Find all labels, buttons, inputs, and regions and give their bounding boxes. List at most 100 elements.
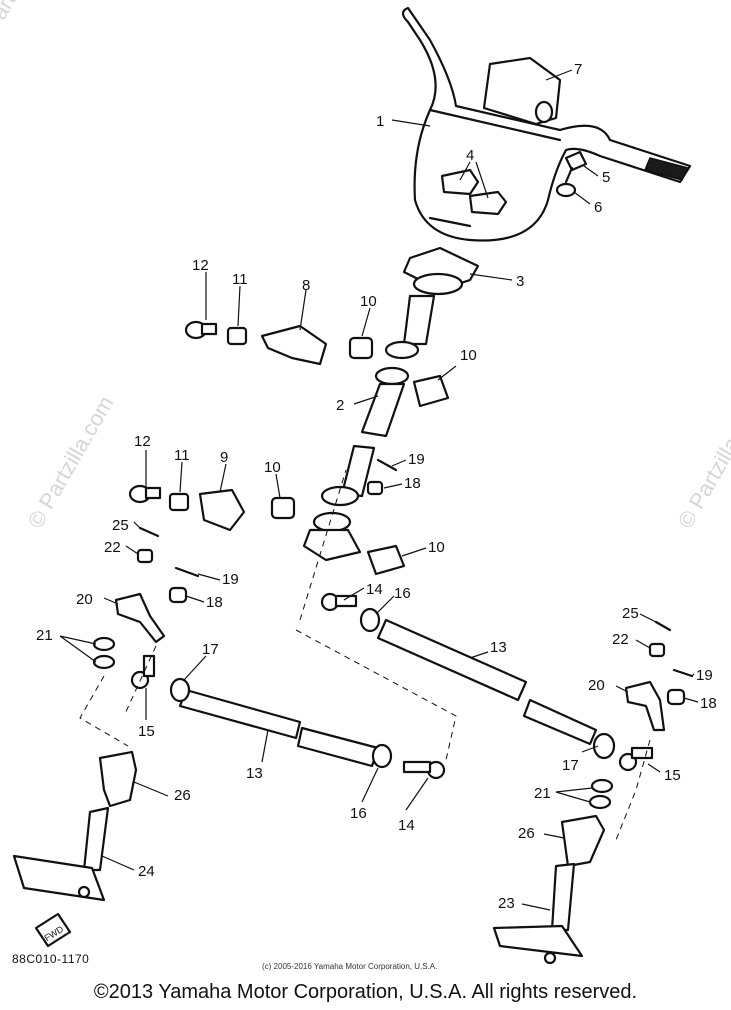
callout-locknut-left-top: 17 — [202, 641, 219, 658]
boot-left-part — [98, 750, 138, 808]
callout-locknut-left: 16 — [350, 805, 367, 822]
washer-top-part — [555, 182, 577, 198]
washers-21-right-part — [588, 778, 614, 810]
end-left-top-part — [130, 654, 156, 690]
callout-locknut-right: 17 — [562, 757, 579, 774]
watermark-left: © Partzilla.com — [23, 392, 119, 533]
callout-pin-19-right: 19 — [696, 667, 713, 684]
column-upper-part — [360, 294, 436, 438]
callout-end-left-top: 15 — [138, 723, 155, 740]
callout-pin-25-left: 25 — [112, 517, 129, 534]
bracket-lower-part — [198, 488, 246, 532]
nut-18-left-part — [168, 586, 188, 604]
column-lower-part — [302, 444, 376, 562]
callout-knuckle-left: 24 — [138, 863, 155, 880]
knuckle-left-part — [12, 806, 110, 902]
callout-arm-20-left: 20 — [76, 591, 93, 608]
collar-mid-right-part — [366, 544, 406, 576]
callout-pin-19-left: 19 — [222, 571, 239, 588]
callout-bolt-upper: 12 — [192, 257, 209, 274]
nut-lower-part — [168, 492, 190, 512]
rod-left-part — [178, 688, 380, 768]
callout-boot-right: 26 — [518, 825, 535, 842]
arm-left-part — [114, 592, 166, 644]
locknut-center-part — [359, 607, 381, 633]
washers-21-left-part — [92, 636, 116, 670]
nut-upper-part — [226, 326, 248, 346]
callout-handlebar: 1 — [376, 113, 384, 130]
callout-pad: 7 — [574, 61, 582, 78]
pin-25-left-part — [138, 526, 160, 538]
diagram-code: 88C010-1170 — [12, 952, 90, 966]
nut-18-center-part — [366, 480, 384, 496]
collar-upper-right-part — [412, 374, 450, 408]
callout-end-right: 15 — [664, 767, 681, 784]
pin-19-right-part — [672, 668, 694, 678]
callout-arm-20-right: 20 — [588, 677, 605, 694]
pin-19-left-part — [174, 566, 200, 578]
callout-boot-left: 26 — [174, 787, 191, 804]
callout-nut-18-center: 18 — [404, 475, 421, 492]
callout-collar-upper-left: 10 — [360, 293, 377, 310]
copyright-notice: ©2013 Yamaha Motor Corporation, U.S.A. A… — [93, 981, 638, 1003]
pin-25-right-part — [654, 620, 672, 632]
callout-column-upper: 2 — [336, 397, 344, 414]
callout-bolt-lower: 12 — [134, 433, 151, 450]
boot-right-part — [560, 814, 606, 868]
rod-right-part — [376, 618, 598, 746]
callout-collar-upper-right: 10 — [460, 347, 477, 364]
callout-pin-25-right: 25 — [622, 605, 639, 622]
callout-washers-21-left: 21 — [36, 627, 53, 644]
callout-bracket-lower: 9 — [220, 449, 228, 466]
leader-lines — [59, 69, 699, 911]
locknut-left-part — [371, 743, 393, 769]
callout-nut-22-left: 22 — [104, 539, 121, 556]
callout-collar-mid-right: 10 — [428, 539, 445, 556]
collar-mid-left-part — [270, 496, 296, 520]
arm-right-part — [624, 680, 666, 732]
callout-nut-upper: 11 — [232, 271, 248, 288]
callout-bracket-upper: 8 — [302, 277, 310, 294]
end-center-part — [320, 592, 358, 612]
callout-rod-right: 13 — [490, 639, 507, 656]
end-right-part — [618, 746, 654, 772]
bolt-lower-part — [128, 484, 162, 504]
callout-locknut-center: 16 — [394, 585, 411, 602]
callout-rod-left: 13 — [246, 765, 263, 782]
callout-upper-holders: 4 — [466, 147, 474, 164]
callout-washer-top: 6 — [594, 199, 602, 216]
assembly-lines — [79, 469, 651, 841]
callout-nut-18-left: 18 — [206, 594, 223, 611]
locknut-right-part — [592, 732, 616, 760]
callout-end-center: 14 — [366, 581, 383, 598]
nut-22-left-part — [136, 548, 154, 564]
watermark-top-left: © Partzilla.com — [0, 0, 63, 56]
callout-pin-19-center: 19 — [408, 451, 425, 468]
locknut-left-top-part — [169, 677, 191, 703]
bolt-upper-part — [184, 320, 218, 340]
callout-knuckle-right: 23 — [498, 895, 515, 912]
bracket-upper-part — [260, 324, 328, 366]
bolt-top-part — [564, 150, 588, 184]
handlebar-part — [401, 6, 692, 242]
end-left-bottom-part — [402, 760, 446, 780]
knuckle-right-part — [492, 862, 584, 965]
callout-end-left-bottom: 14 — [398, 817, 415, 834]
column-holder-part — [402, 246, 480, 296]
fwd-arrow-icon: FWD — [34, 912, 72, 948]
nut-22-right-part — [648, 642, 666, 658]
callout-bolt-top: 5 — [602, 169, 610, 186]
callout-nut-lower: 11 — [174, 447, 190, 464]
pin-19-center-part — [376, 458, 398, 472]
small-copyright: (c) 2005-2016 Yamaha Motor Corporation, … — [262, 962, 438, 971]
callout-column-holder: 3 — [516, 273, 524, 290]
callout-nut-22-right: 22 — [612, 631, 629, 648]
collar-upper-left-part — [348, 336, 374, 360]
nut-18-right-part — [666, 688, 686, 706]
callout-collar-mid-left: 10 — [264, 459, 281, 476]
upper-holders-part — [440, 168, 508, 216]
watermark-right: © Partzilla.com — [673, 392, 731, 533]
callout-washers-21-right: 21 — [534, 785, 551, 802]
pad-part — [482, 56, 562, 126]
